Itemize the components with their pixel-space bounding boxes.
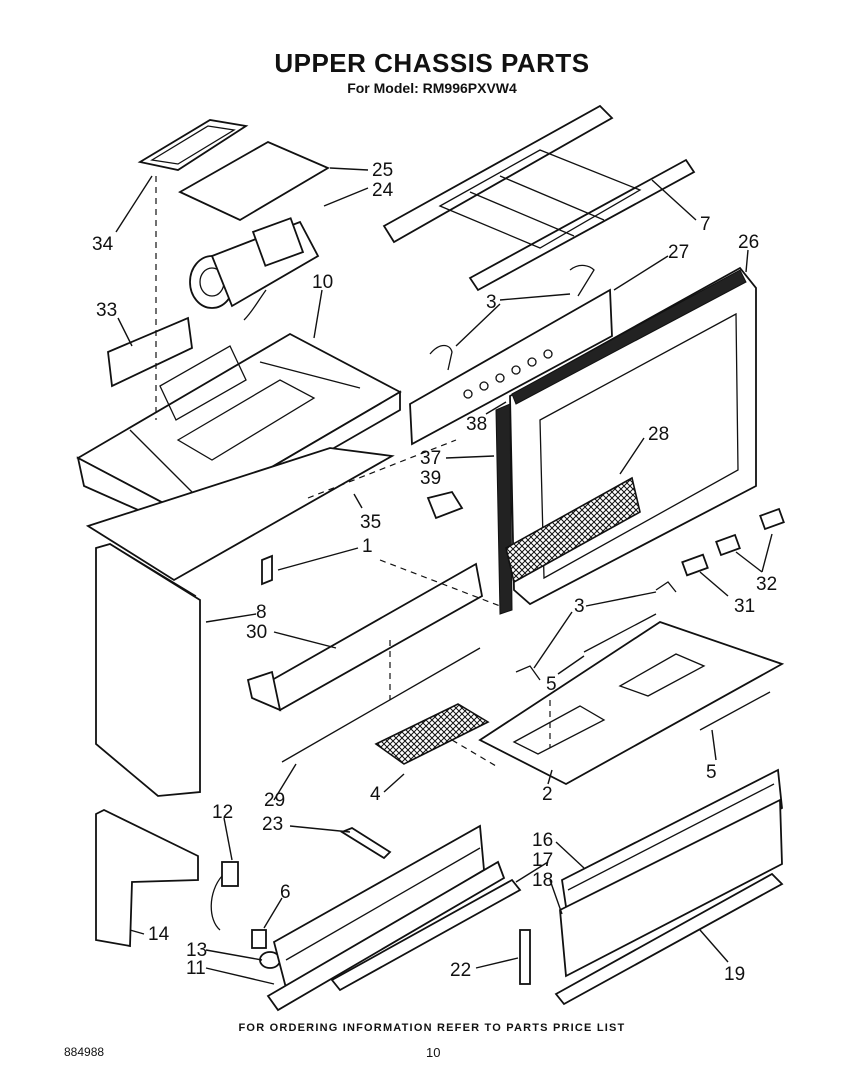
callout-18: 18 (532, 870, 553, 891)
part-18-panel (559, 798, 783, 978)
callout-labels: 25 24 34 7 27 26 10 33 3 38 37 28 39 35 … (92, 160, 777, 985)
callout-31: 31 (734, 596, 755, 617)
callout-2: 2 (542, 784, 553, 805)
callout-28: 28 (648, 424, 669, 445)
callout-27: 27 (668, 242, 689, 263)
part-19-bottom-strip (554, 872, 784, 1006)
callout-23: 23 (262, 814, 283, 835)
model-subtitle: For Model: RM996PXVW4 (347, 80, 517, 96)
callout-16: 16 (532, 830, 553, 851)
part-22-post (519, 929, 531, 985)
callout-38: 38 (466, 414, 487, 435)
part-3-bracket-upper (429, 264, 595, 371)
part-34-bracket (137, 119, 249, 171)
callout-10: 10 (312, 272, 333, 293)
callout-24: 24 (372, 180, 394, 201)
part-11-lower-rail (266, 824, 506, 1012)
part-23-key (340, 826, 392, 860)
callout-1: 1 (362, 536, 373, 557)
callout-22: 22 (450, 960, 471, 981)
callout-30: 30 (246, 622, 267, 643)
callout-5-right: 5 (706, 762, 717, 783)
part-37-gasket-strip (495, 403, 513, 615)
part-33-panel (107, 316, 193, 388)
part-8-side-panel (95, 543, 201, 797)
ordering-note: FOR ORDERING INFORMATION REFER TO PARTS … (238, 1022, 626, 1034)
callout-26: 26 (738, 232, 759, 253)
callout-37: 37 (420, 448, 441, 469)
part-28-grille (505, 476, 641, 584)
part-30-rail (246, 562, 484, 712)
part-14-left-panel (95, 808, 199, 948)
callout-3-lower: 3 (574, 596, 585, 617)
part-38-control-bracket (409, 288, 613, 446)
callout-25: 25 (372, 160, 393, 181)
part-32-switches (715, 507, 785, 557)
callout-7: 7 (700, 214, 711, 235)
callout-32: 32 (756, 574, 777, 595)
part-6-bracket (251, 929, 267, 949)
callout-17: 17 (532, 850, 553, 871)
diagram-title: UPPER CHASSIS PARTS (274, 48, 590, 78)
callout-12: 12 (212, 802, 233, 823)
callout-33: 33 (96, 300, 117, 321)
callout-13: 13 (186, 940, 207, 961)
callout-4: 4 (370, 784, 381, 805)
callout-29: 29 (264, 790, 285, 811)
callout-14: 14 (148, 924, 170, 945)
part-12-switch (210, 861, 239, 931)
callout-6: 6 (280, 882, 291, 903)
part-29-rod (281, 647, 481, 763)
part-31-switch (681, 553, 709, 577)
alignment-lines (155, 176, 551, 767)
part-2-base-tray (478, 621, 785, 786)
part-35-sheet (85, 447, 395, 582)
part-4-filter (374, 703, 490, 765)
callout-35: 35 (360, 512, 381, 533)
document-number: 884988 (64, 1045, 105, 1059)
page-number: 10 (426, 1045, 441, 1060)
callout-34: 34 (92, 234, 114, 255)
callout-11: 11 (186, 958, 206, 979)
part-1-clip (261, 554, 273, 586)
callout-5-left: 5 (546, 674, 557, 695)
part-25-plate (178, 140, 330, 222)
part-39-pad (426, 490, 464, 520)
leader-lines (115, 167, 773, 985)
part-24-fan-motor (189, 217, 320, 321)
part-7-frame (382, 104, 696, 292)
part-17-tube (330, 878, 522, 992)
callout-19: 19 (724, 964, 745, 985)
part-3-bracket-lower (515, 581, 677, 681)
callout-3-upper: 3 (486, 292, 497, 313)
callout-8: 8 (256, 602, 267, 623)
part-5-strips (583, 613, 771, 731)
callout-39: 39 (420, 468, 441, 489)
